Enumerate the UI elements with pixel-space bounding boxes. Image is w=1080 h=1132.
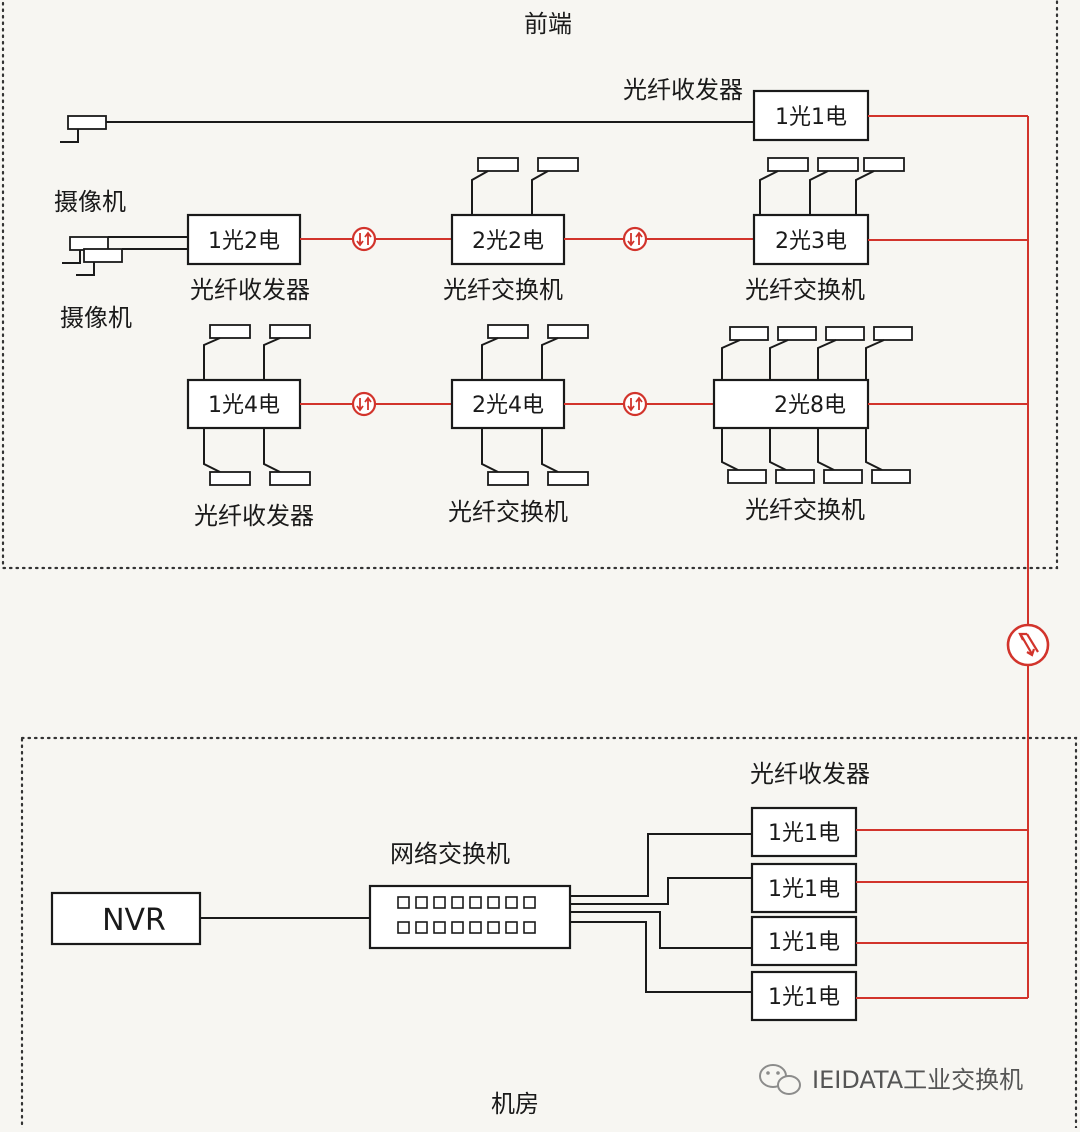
transceiver-room-4 <box>750 970 858 1022</box>
camera-icon <box>60 115 107 143</box>
switch-row1-mid-name: 2光2电 <box>472 229 544 254</box>
switch-row2-right <box>712 378 870 430</box>
camera-icon <box>759 157 905 215</box>
network-switch-label: 网络交换机 <box>390 840 510 868</box>
switch-row1-mid-label: 光纤交换机 <box>443 276 563 304</box>
switch-row1-right <box>752 213 870 266</box>
camera-label-2: 摄像机 <box>60 304 132 332</box>
watermark-text: IEIDATA工业交换机 <box>812 1066 1023 1094</box>
switch-row2-mid-label: 光纤交换机 <box>448 498 568 526</box>
transceiver-room-1-name: 1光1电 <box>768 821 840 846</box>
transceiver-row1-label: 光纤收发器 <box>190 276 310 304</box>
fiber-arrows-icon <box>622 391 648 417</box>
fiber-arrows-icon <box>1006 623 1050 667</box>
transceiver-top-name: 1光1电 <box>775 105 847 130</box>
front-zone <box>1 0 1059 570</box>
transceiver-row2 <box>186 378 302 430</box>
room-zone-label: 机房 <box>491 1090 539 1118</box>
fiber-arrows-icon <box>351 391 377 417</box>
switch-row2-mid-name: 2光4电 <box>472 393 544 418</box>
transceiver-room-2 <box>750 862 858 914</box>
transceiver-room-1 <box>750 806 858 858</box>
switch-row1-right-name: 2光3电 <box>775 229 847 254</box>
camera-icon <box>721 326 913 484</box>
fiber-arrows-icon <box>622 226 648 252</box>
transceiver-room-4-name: 1光1电 <box>768 985 840 1010</box>
wechat-icon <box>759 1064 801 1095</box>
room-zone <box>20 736 1078 1132</box>
camera-icon <box>203 324 311 486</box>
nvr-name: NVR <box>102 903 166 938</box>
front-zone-label: 前端 <box>524 10 572 38</box>
switch-row1-mid <box>450 213 566 266</box>
camera-label-1: 摄像机 <box>54 188 126 216</box>
switch-row2-mid <box>450 378 566 430</box>
transceiver-room-3-name: 1光1电 <box>768 930 840 955</box>
network-switch <box>368 884 572 950</box>
transceiver-row2-label: 光纤收发器 <box>194 502 314 530</box>
transceiver-room-3 <box>750 915 858 967</box>
camera-icon <box>481 324 589 486</box>
fiber-arrows-icon <box>351 226 377 252</box>
switch-row2-right-label: 光纤交换机 <box>745 496 865 524</box>
transceiver-row2-name: 1光4电 <box>208 393 280 418</box>
camera-icon <box>62 236 123 276</box>
switch-row1-right-label: 光纤交换机 <box>745 276 865 304</box>
transceiver-row1-name: 1光2电 <box>208 229 280 254</box>
nvr <box>50 891 202 946</box>
camera-icon <box>471 157 579 215</box>
transceiver-top-label: 光纤收发器 <box>623 76 743 104</box>
switch-row2-right-name: 2光8电 <box>774 393 846 418</box>
transceiver-room-label: 光纤收发器 <box>750 760 870 788</box>
transceiver-room-2-name: 1光1电 <box>768 877 840 902</box>
